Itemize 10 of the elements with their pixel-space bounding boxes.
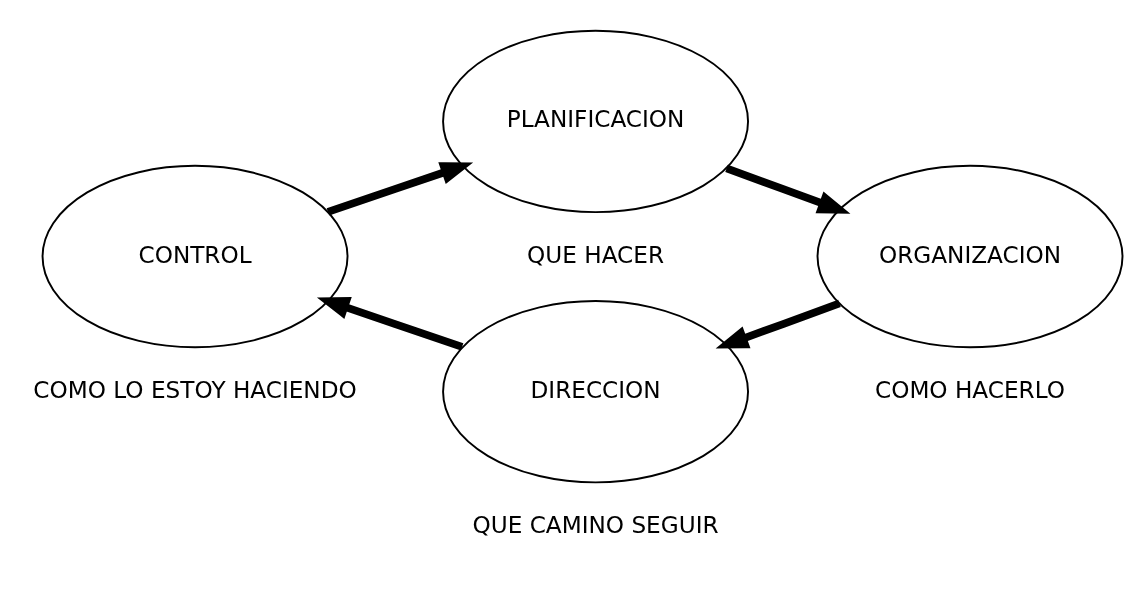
node-ellipse: PLANIFICACION xyxy=(442,29,749,214)
node-ellipse: CONTROL xyxy=(41,164,349,349)
node-label: COMO LO ESTOY HACIENDO xyxy=(33,376,357,403)
arrow xyxy=(715,299,841,349)
node-label: QUE CAMINO SEGUIR xyxy=(472,511,719,538)
node-label: QUE HACER xyxy=(527,241,665,268)
arrow xyxy=(316,297,464,351)
arrow xyxy=(326,162,474,216)
node-label: COMO HACERLO xyxy=(875,376,1066,403)
arrow xyxy=(725,164,851,214)
